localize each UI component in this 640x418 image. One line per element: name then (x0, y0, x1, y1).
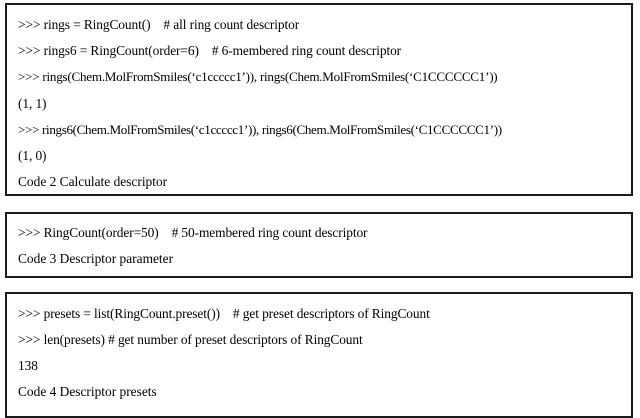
code-listing-caption: Code 3 Descriptor parameter (18, 251, 174, 266)
code-line: >>> presets = list(RingCount.preset()) #… (18, 306, 430, 321)
code-line: >>> rings6(Chem.MolFromSmiles(‘c1ccccc1’… (18, 122, 502, 137)
code-line: >>> RingCount(order=50) # 50-membered ri… (18, 225, 368, 240)
code-line: >>> len(presets) # get number of preset … (18, 332, 363, 347)
code-output-line: (1, 1) (18, 96, 47, 111)
code-output-line: (1, 0) (18, 148, 47, 163)
code-line: >>> rings6 = RingCount(order=6) # 6-memb… (18, 43, 402, 58)
code-listing-box-code-3: >>> RingCount(order=50) # 50-membered ri… (5, 212, 633, 278)
code-line: >>> rings = RingCount() # all ring count… (18, 17, 300, 32)
code-listing-box-code-2: >>> rings = RingCount() # all ring count… (5, 3, 633, 196)
code-output-line: 138 (18, 358, 38, 373)
code-listing-box-code-4: >>> presets = list(RingCount.preset()) #… (5, 292, 633, 418)
code-listing-caption: Code 2 Calculate descriptor (18, 174, 168, 189)
code-line: >>> rings(Chem.MolFromSmiles(‘c1ccccc1’)… (18, 69, 498, 84)
code-listing-caption: Code 4 Descriptor presets (18, 384, 157, 399)
